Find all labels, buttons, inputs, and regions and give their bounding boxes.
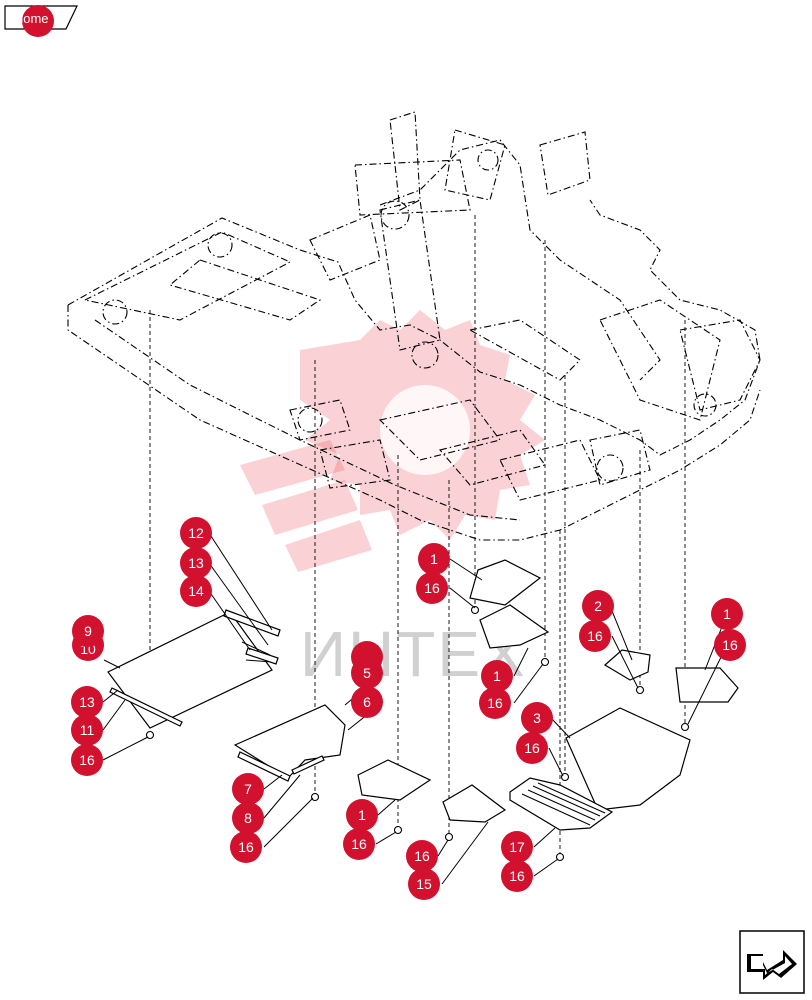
svg-text:16: 16 — [424, 580, 440, 596]
svg-text:16: 16 — [351, 836, 367, 852]
svg-text:16: 16 — [587, 628, 603, 644]
callout-16-d[interactable]: 16 — [579, 620, 611, 652]
callout-17[interactable]: 17 — [501, 831, 533, 863]
svg-text:16: 16 — [487, 695, 503, 711]
navigate-arrow-icon — [739, 930, 805, 994]
svg-text:11: 11 — [80, 722, 95, 738]
callout-1-d[interactable]: 1 — [346, 799, 378, 831]
callout-16-a[interactable]: 16 — [71, 744, 103, 776]
callout-3[interactable]: 3 — [521, 702, 553, 734]
callout-13b[interactable]: 13 — [71, 686, 103, 718]
callout-16-g[interactable]: 16 — [516, 732, 548, 764]
callout-12[interactable]: 12 — [180, 517, 212, 549]
svg-text:16: 16 — [79, 752, 95, 768]
callout-13[interactable]: 13 — [180, 547, 212, 579]
svg-text:12: 12 — [188, 525, 204, 541]
svg-text:7: 7 — [244, 781, 252, 797]
callout-1-a[interactable]: 1 — [418, 543, 450, 575]
callout-11[interactable]: 11 — [71, 714, 103, 746]
svg-text:15: 15 — [416, 876, 432, 892]
bolts — [145, 605, 690, 862]
home-button[interactable]: home — [4, 5, 78, 37]
cover-plate-center — [233, 704, 346, 782]
svg-text:16: 16 — [722, 637, 738, 653]
cover-plate-left — [107, 611, 273, 729]
small-plate-6 — [442, 784, 507, 823]
callout-5[interactable]: 5 — [351, 657, 383, 689]
grille-plate — [509, 777, 614, 831]
svg-text:3: 3 — [533, 710, 541, 726]
svg-text:17: 17 — [509, 839, 525, 855]
home-label: home — [16, 11, 49, 26]
callout-1-b[interactable]: 1 — [481, 660, 513, 692]
callout-15[interactable]: 15 — [408, 868, 440, 900]
svg-text:1: 1 — [723, 606, 731, 622]
callout-16-h[interactable]: 16 — [343, 828, 375, 860]
svg-text:1: 1 — [430, 551, 438, 567]
callout-16-f[interactable]: 16 — [230, 831, 262, 863]
callout-16-i[interactable]: 16 — [406, 840, 438, 872]
small-plate-5 — [357, 759, 432, 801]
callout-16-c[interactable]: 16 — [479, 687, 511, 719]
callout-7[interactable]: 7 — [232, 773, 264, 805]
callout-2[interactable]: 2 — [582, 590, 614, 622]
callout-6[interactable]: 6 — [351, 686, 383, 718]
svg-text:8: 8 — [244, 810, 252, 826]
main-frame-assembly — [67, 111, 761, 541]
svg-text:16: 16 — [414, 848, 430, 864]
navigate-button[interactable] — [739, 930, 805, 994]
svg-text:16: 16 — [509, 868, 525, 884]
svg-text:6: 6 — [363, 694, 371, 710]
home-badge — [22, 5, 54, 37]
svg-text:5: 5 — [363, 665, 371, 681]
small-plate-1 — [469, 559, 542, 606]
svg-text:1: 1 — [493, 668, 501, 684]
svg-text:16: 16 — [238, 839, 254, 855]
small-plate-3 — [603, 649, 651, 681]
svg-text:13: 13 — [188, 555, 204, 571]
callout-14[interactable]: 14 — [180, 575, 212, 607]
callout-1-c[interactable]: 1 — [711, 598, 743, 630]
callout-8[interactable]: 8 — [232, 802, 264, 834]
callout-16-e[interactable]: 16 — [714, 629, 746, 661]
svg-text:13: 13 — [79, 694, 95, 710]
svg-text:14: 14 — [188, 583, 204, 599]
svg-text:9: 9 — [84, 623, 92, 639]
callout-9[interactable]: 9 — [72, 615, 104, 647]
small-plate-2 — [479, 604, 550, 649]
svg-text:2: 2 — [594, 598, 602, 614]
callout-16-b[interactable]: 16 — [416, 572, 448, 604]
svg-text:16: 16 — [524, 740, 540, 756]
large-plate-right — [565, 707, 691, 811]
callout-16-j[interactable]: 16 — [501, 860, 533, 892]
svg-text:1: 1 — [358, 807, 366, 823]
